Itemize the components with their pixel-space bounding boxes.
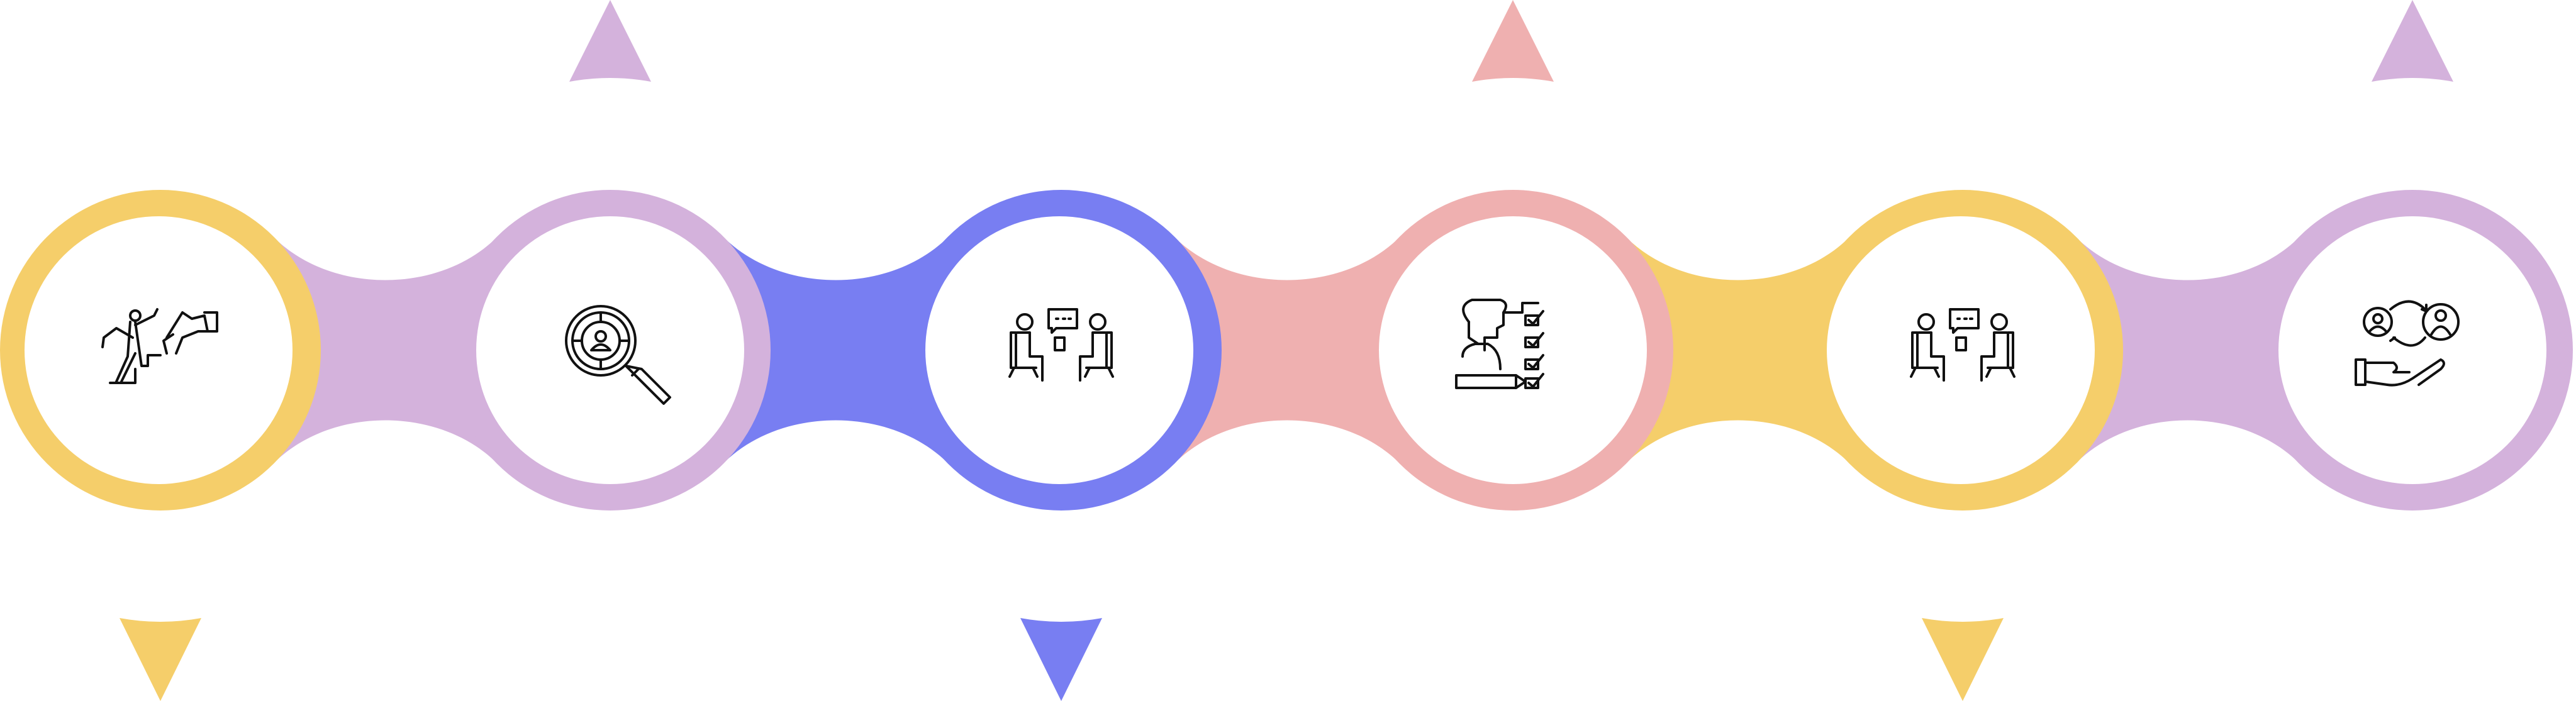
climbing-handshake-icon	[101, 308, 218, 384]
step-marker-top	[2372, 0, 2453, 82]
connector-band	[270, 234, 500, 466]
step-5	[1802, 190, 2123, 511]
step-inner-circle	[1379, 216, 1647, 484]
step-2	[450, 190, 771, 511]
interview-chat-icon	[1910, 308, 2016, 382]
magnifier-target-person-icon	[565, 305, 671, 405]
thinking-checklist-icon	[1455, 299, 1544, 389]
step-6	[2252, 190, 2573, 511]
interview-chat-icon	[1008, 308, 1114, 382]
markers	[120, 0, 2453, 701]
step-4	[1352, 190, 1673, 511]
connector-band	[1171, 234, 1403, 466]
step-circles	[0, 190, 2573, 511]
step-marker-top	[569, 0, 651, 82]
connector-band	[2073, 234, 2302, 466]
step-1	[0, 190, 321, 511]
connector-band	[1623, 234, 1853, 466]
step-3	[901, 190, 1222, 511]
step-inner-circle	[2278, 216, 2546, 484]
step-marker-top	[1472, 0, 1554, 82]
step-marker-bottom	[1020, 618, 1102, 701]
connector-band	[720, 234, 951, 466]
hand-people-exchange-icon	[2355, 300, 2460, 387]
step-inner-circle	[25, 216, 293, 484]
step-marker-bottom	[120, 618, 201, 701]
connectors	[270, 234, 2302, 466]
step-marker-bottom	[1922, 618, 2004, 701]
